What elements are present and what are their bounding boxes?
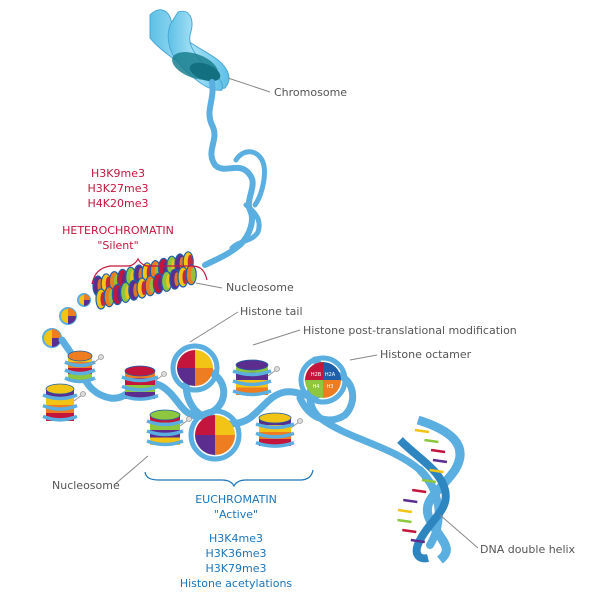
heterochromatin-title: HETEROCHROMATIN <box>62 224 174 237</box>
nucleosome-label-bottom: Nucleosome <box>52 479 120 492</box>
small-nucleosome <box>77 293 91 307</box>
nucleosome-label-top: Nucleosome <box>226 281 294 294</box>
heterochromatin-block: H3K9me3 H3K27me3 H4K20me3 <box>88 166 149 211</box>
linker-nucleosomes <box>42 293 91 348</box>
octamer-quadrant-label: H4 <box>313 384 320 390</box>
euchromatin-nucleosome <box>232 359 280 397</box>
histone-octamer <box>188 408 242 462</box>
hetero-nucleosome <box>128 279 140 301</box>
leader-lines <box>113 77 479 549</box>
base-pair <box>397 508 413 514</box>
histone-tail-label: Histone tail <box>240 305 303 318</box>
euchromatin-mark: H3K4me3 <box>209 532 263 545</box>
heterochromatin-mark: H3K9me3 <box>91 167 145 180</box>
base-pair <box>411 488 427 494</box>
euchromatin-title: EUCHROMATIN <box>195 493 277 506</box>
euchromatin-nucleosome <box>146 409 192 447</box>
base-pair <box>430 448 446 454</box>
base-pair <box>410 538 426 544</box>
euchromatin-nucleosome <box>121 365 167 401</box>
histone-ptm-label: Histone post-translational modification <box>303 324 517 337</box>
chromatin-fiber <box>202 79 267 268</box>
octamer-quadrant-label: H2B <box>311 372 322 378</box>
euchromatin-title-block: EUCHROMATIN "Active" <box>195 492 277 522</box>
heterochromatin-title-block: HETEROCHROMATIN "Silent" <box>62 223 174 253</box>
euchromatin-mark: Histone acetylations <box>179 577 293 590</box>
heterochromatin-nucleosome-array <box>92 251 197 310</box>
base-pair <box>432 458 448 464</box>
euchromatin-nucleosome <box>64 350 104 384</box>
heterochromatin-mark: H3K27me3 <box>87 182 149 195</box>
euchromatin-marks-block: H3K4me3 H3K36me3 H3K79me3 Histone acetyl… <box>180 531 292 591</box>
base-pair <box>397 518 412 524</box>
dna-double-helix-label: DNA double helix <box>480 543 576 556</box>
small-nucleosome <box>42 328 62 348</box>
euchromatin-nucleosomes <box>42 350 303 448</box>
hetero-nucleosome <box>185 264 197 286</box>
histone-octamer <box>170 343 220 393</box>
euchromatin-mark: H3K36me3 <box>205 547 267 560</box>
hetero-nucleosome <box>177 266 189 288</box>
hetero-nucleosome <box>136 277 148 299</box>
euchromatin-nucleosome <box>255 412 303 448</box>
base-pair <box>429 468 444 474</box>
base-pair <box>402 528 417 534</box>
base-pair <box>403 498 418 504</box>
euchromatin-mark: H3K79me3 <box>205 562 267 575</box>
chromosome <box>149 9 230 91</box>
octamer-quadrant-label: H2A <box>325 372 336 378</box>
base-pair <box>421 478 437 484</box>
euchromatin-nucleosome <box>42 383 86 422</box>
hetero-nucleosome <box>152 273 164 295</box>
small-nucleosome <box>59 307 77 325</box>
heterochromatin-bracket <box>91 257 208 285</box>
octamer-quadrant-label: H3 <box>327 384 334 390</box>
dna-double-helix <box>397 415 465 564</box>
euchromatin-bracket <box>144 469 314 488</box>
heterochromatin-mark: H4K20me3 <box>87 197 149 210</box>
heterochromatin-subtitle: "Silent" <box>97 239 139 252</box>
base-pair <box>424 438 439 444</box>
euchromatin-subtitle: "Active" <box>213 508 259 521</box>
histone-octamer-label: Histone octamer <box>380 348 472 361</box>
chromosome-label: Chromosome <box>274 86 348 99</box>
base-pair <box>414 428 430 434</box>
